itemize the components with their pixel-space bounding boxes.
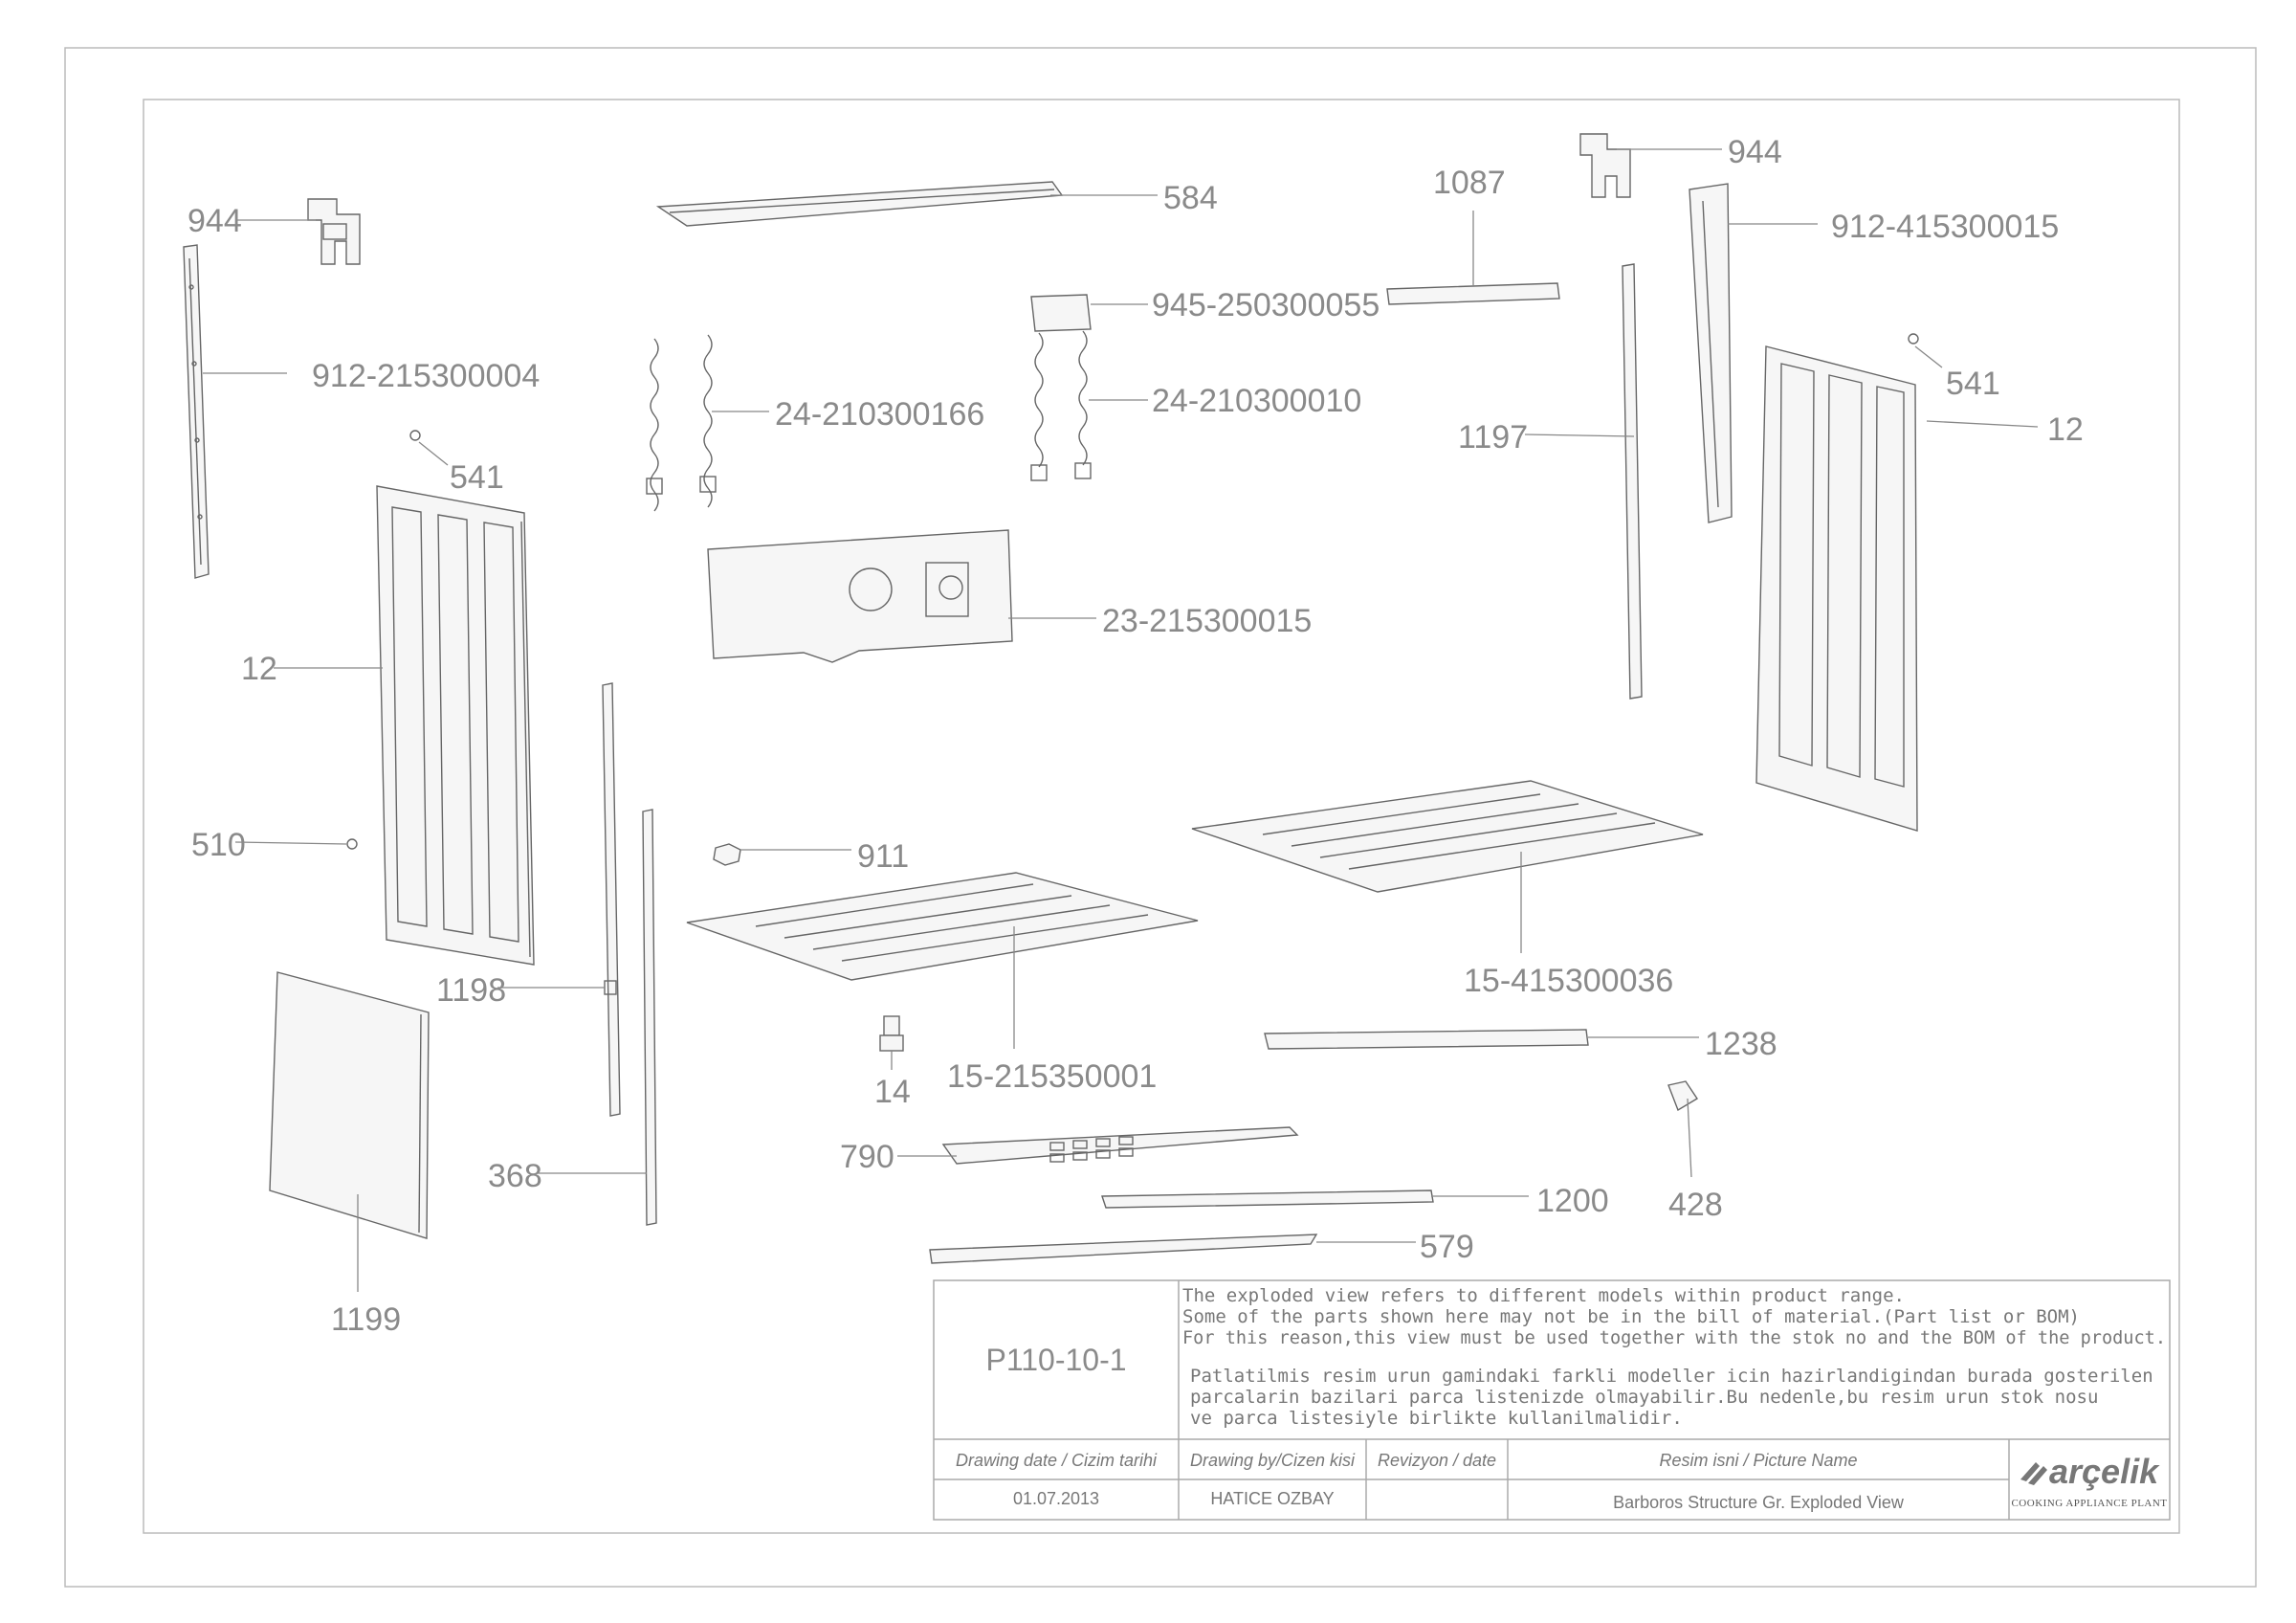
part-945-250300055: [1030, 294, 1092, 332]
part-944-left: [307, 198, 361, 265]
part-541-left: [409, 430, 421, 441]
part-579: [929, 1234, 1318, 1264]
label-541-left: 541: [450, 459, 504, 496]
label-24-210300166: 24-210300166: [775, 396, 984, 433]
note-tr-line-3: ve parca listesiyle birlikte kullanilmal…: [1190, 1408, 1683, 1429]
note-tr-line-2: parcalarin bazilari parca listenizde olm…: [1190, 1387, 2098, 1408]
part-944-right: [1579, 133, 1631, 198]
brand-subtitle: COOKING APPLIANCE PLANT: [2011, 1498, 2167, 1509]
part-1199: [269, 971, 430, 1239]
label-584: 584: [1163, 180, 1218, 216]
inner-frame: [143, 99, 2180, 1534]
label-912-415300015: 912-415300015: [1831, 209, 2059, 245]
header-drawing-by: Drawing by/Cizen kisi: [1190, 1451, 1356, 1470]
part-911: [713, 843, 741, 866]
label-428: 428: [1668, 1187, 1723, 1223]
label-1198: 1198: [436, 972, 506, 1009]
label-14: 14: [874, 1074, 911, 1110]
part-24-210300010: [1030, 330, 1092, 481]
part-428: [1667, 1080, 1698, 1112]
label-23-215300015: 23-215300015: [1102, 603, 1312, 639]
part-584: [655, 181, 1064, 227]
label-1199: 1199: [331, 1301, 401, 1338]
part-15-415300036: [1191, 780, 1704, 893]
part-1198: [602, 682, 621, 1117]
label-24-210300010: 24-210300010: [1152, 383, 1361, 419]
header-picture-name: Resim isni / Picture Name: [1659, 1451, 1857, 1470]
label-911: 911: [857, 838, 909, 875]
note-en-line-1: The exploded view refers to different mo…: [1182, 1285, 1905, 1306]
leader-lines: [203, 148, 2039, 1292]
label-579: 579: [1420, 1229, 1474, 1265]
label-1197: 1197: [1458, 419, 1528, 456]
part-790: [941, 1126, 1299, 1165]
part-912-415300015: [1689, 183, 1733, 523]
note-en-line-3: For this reason,this view must be used t…: [1182, 1327, 2166, 1348]
label-15-215350001: 15-215350001: [947, 1058, 1157, 1095]
part-labels: 944 912-215300004 541 12 510 1198 368 11…: [188, 134, 2084, 1338]
label-944-right: 944: [1728, 134, 1782, 170]
note-tr-line-1: Patlatilmis resim urun gamindaki farkli …: [1190, 1366, 2153, 1387]
label-12-right: 12: [2047, 411, 2084, 448]
value-picture-name: Barboros Structure Gr. Exploded View: [1613, 1493, 1905, 1512]
label-945-250300055: 945-250300055: [1152, 287, 1380, 323]
drawing-code: P110-10-1: [985, 1343, 1126, 1377]
part-1197: [1622, 263, 1643, 700]
part-12-left: [376, 485, 535, 966]
brand-logo: arçelik COOKING APPLIANCE PLANT: [2011, 1452, 2167, 1509]
part-510: [346, 838, 358, 850]
part-912-215300004: [183, 244, 210, 579]
note-en-line-2: Some of the parts shown here may not be …: [1182, 1306, 2080, 1327]
label-368: 368: [488, 1158, 542, 1194]
label-912-215300004: 912-215300004: [312, 358, 540, 394]
label-790: 790: [840, 1139, 894, 1175]
label-510: 510: [191, 827, 246, 863]
header-drawing-date: Drawing date / Cizim tarihi: [956, 1451, 1158, 1470]
brand-name: arçelik: [2049, 1452, 2160, 1491]
label-12-left: 12: [241, 651, 277, 687]
part-15-215350001: [686, 872, 1199, 981]
label-1238: 1238: [1705, 1026, 1777, 1062]
value-drawing-date: 01.07.2013: [1013, 1489, 1099, 1508]
label-1087: 1087: [1433, 165, 1506, 201]
part-23-215300015: [707, 529, 1013, 663]
part-14: [879, 1015, 904, 1052]
part-24-210300166: [646, 334, 717, 512]
part-541-right: [1908, 333, 1919, 345]
outer-frame: [64, 47, 2257, 1588]
part-368: [642, 809, 657, 1226]
label-541-right: 541: [1946, 366, 2000, 402]
header-revision: Revizyon / date: [1378, 1451, 1496, 1470]
title-block: P110-10-1 The exploded view refers to di…: [933, 1279, 2171, 1521]
brand-mark-icon: [2020, 1462, 2047, 1485]
label-944-left: 944: [188, 203, 242, 239]
part-1087: [1386, 282, 1560, 305]
label-1200: 1200: [1536, 1183, 1609, 1219]
value-drawing-by: HATICE OZBAY: [1210, 1489, 1334, 1508]
label-15-415300036: 15-415300036: [1464, 963, 1673, 999]
part-1238: [1264, 1029, 1589, 1050]
part-1200: [1101, 1189, 1434, 1209]
part-12-right: [1755, 345, 1918, 832]
